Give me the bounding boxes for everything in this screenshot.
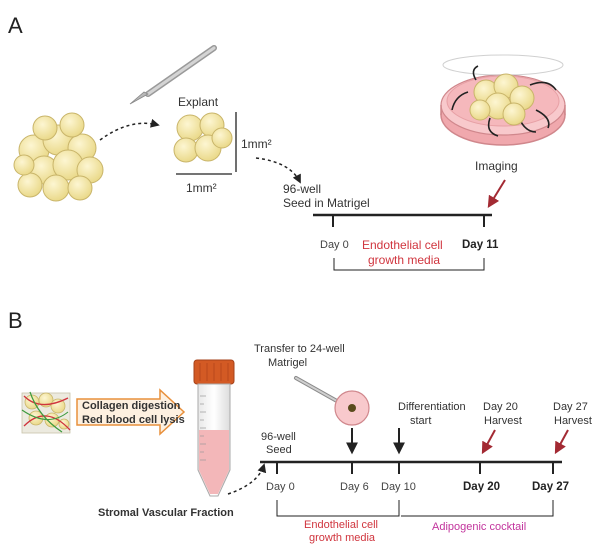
imaging-label: Imaging bbox=[475, 159, 518, 173]
harvest-27-line1: Day 27 bbox=[553, 401, 588, 413]
endothelial-media-b-line2: growth media bbox=[309, 532, 376, 544]
harvest-20-line2: Harvest bbox=[484, 415, 522, 427]
endothelial-media-a-line2: growth media bbox=[368, 253, 440, 267]
seed-96-well-label: 96-well bbox=[283, 182, 321, 196]
imaging-arrow bbox=[487, 179, 506, 209]
collagen-digestion-label: Collagen digestion bbox=[82, 400, 181, 412]
pipette-well-icon bbox=[294, 376, 370, 426]
stromal-vascular-fraction-label: Stromal Vascular Fraction bbox=[98, 507, 234, 519]
timeline-b-day-27: Day 27 bbox=[532, 481, 569, 493]
red-blood-cell-lysis-label: Red blood cell lysis bbox=[82, 414, 185, 426]
differentiation-line2-label: start bbox=[410, 415, 431, 427]
explant-label: Explant bbox=[178, 95, 219, 109]
timeline-b-day-0: Day 0 bbox=[266, 481, 295, 493]
vertical-scale-label: 1mm² bbox=[241, 137, 272, 151]
transfer-line2-label: Matrigel bbox=[268, 357, 307, 369]
horizontal-scale-label: 1mm² bbox=[186, 181, 217, 195]
media-bracket-a bbox=[333, 258, 485, 271]
dashed-arrow-to-seed bbox=[255, 157, 301, 184]
adipose-tissue-cluster bbox=[13, 112, 104, 202]
endothelial-media-a-line1: Endothelial cell bbox=[362, 238, 443, 252]
timeline-b bbox=[260, 460, 562, 474]
panel-b-letter: B bbox=[8, 308, 23, 333]
timeline-a-day-0: Day 0 bbox=[320, 239, 349, 251]
endothelial-bracket-b bbox=[276, 500, 400, 517]
conical-tube-icon bbox=[193, 359, 235, 497]
panel-a-letter: A bbox=[8, 13, 23, 38]
process-arrow bbox=[76, 388, 186, 436]
timeline-b-day-20: Day 20 bbox=[463, 481, 500, 493]
scalpel-icon bbox=[129, 45, 217, 105]
timeline-b-day-6: Day 6 bbox=[340, 481, 369, 493]
seed-b-line1: 96-well bbox=[261, 431, 296, 443]
explant-cells bbox=[173, 112, 233, 163]
petri-dish-icon bbox=[440, 54, 566, 146]
seed-in-matrigel-label: Seed in Matrigel bbox=[283, 196, 370, 210]
harvest-20-arrow bbox=[481, 429, 496, 455]
harvest-27-line2: Harvest bbox=[554, 415, 592, 427]
differentiation-line1-label: Differentiation bbox=[398, 401, 466, 413]
endothelial-media-b-line1: Endothelial cell bbox=[304, 519, 378, 531]
adipogenic-bracket-b bbox=[401, 500, 554, 517]
dashed-arrow-to-explant bbox=[99, 118, 160, 141]
transfer-line1-label: Transfer to 24-well bbox=[254, 343, 345, 355]
timeline-a-day-11: Day 11 bbox=[462, 239, 499, 251]
tissue-digest-icon bbox=[21, 391, 71, 434]
timeline-a bbox=[313, 213, 492, 227]
harvest-27-arrow bbox=[554, 429, 569, 455]
dashed-arrow-to-seed-b bbox=[227, 463, 267, 495]
harvest-20-line1: Day 20 bbox=[483, 401, 518, 413]
adipogenic-cocktail-label: Adipogenic cocktail bbox=[432, 521, 526, 533]
timeline-b-day-10: Day 10 bbox=[381, 481, 416, 493]
seed-b-line2: Seed bbox=[266, 444, 292, 456]
